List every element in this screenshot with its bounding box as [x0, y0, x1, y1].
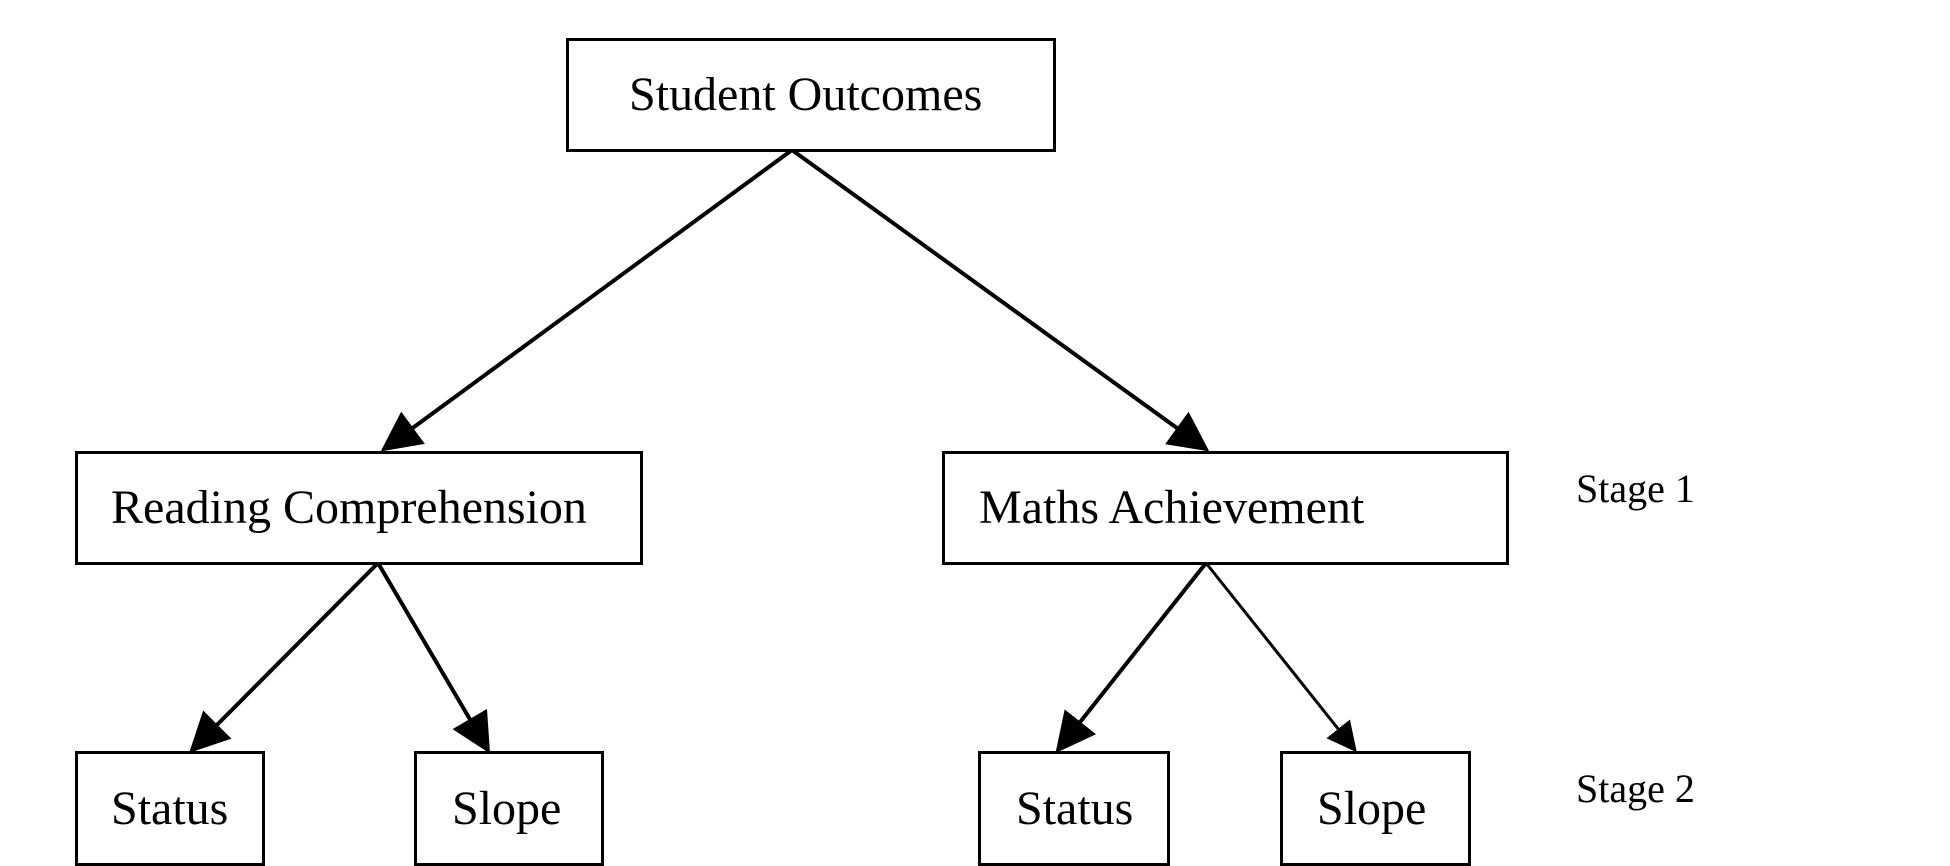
arrow-reading-to-status: [189, 561, 380, 753]
stage-2-label: Stage 2: [1576, 766, 1695, 811]
node-maths-slope: Slope: [1280, 751, 1471, 866]
node-maths-slope-label: Slope: [1317, 781, 1427, 835]
node-maths-status-label: Status: [1016, 781, 1134, 835]
node-reading-status-label: Status: [111, 781, 229, 835]
arrow-maths-to-slope: [1204, 562, 1357, 753]
node-reading-status: Status: [75, 751, 265, 866]
node-reading-slope-label: Slope: [452, 781, 562, 835]
arrow-maths-to-status: [1055, 561, 1208, 754]
node-reading-comprehension-label: Reading Comprehension: [111, 481, 587, 534]
node-student-outcomes-label: Student Outcomes: [629, 68, 983, 121]
node-reading-comprehension: Reading Comprehension: [75, 451, 643, 565]
node-maths-achievement: Maths Achievement: [942, 451, 1509, 565]
stage-1-label: Stage 1: [1576, 466, 1695, 511]
node-student-outcomes: Student Outcomes: [566, 38, 1056, 152]
arrow-root-to-maths: [790, 148, 1210, 452]
node-maths-achievement-label: Maths Achievement: [979, 481, 1365, 534]
arrow-reading-to-slope: [376, 561, 491, 754]
arrow-root-to-reading: [380, 148, 794, 452]
node-reading-slope: Slope: [414, 751, 604, 866]
node-maths-status: Status: [978, 751, 1170, 866]
